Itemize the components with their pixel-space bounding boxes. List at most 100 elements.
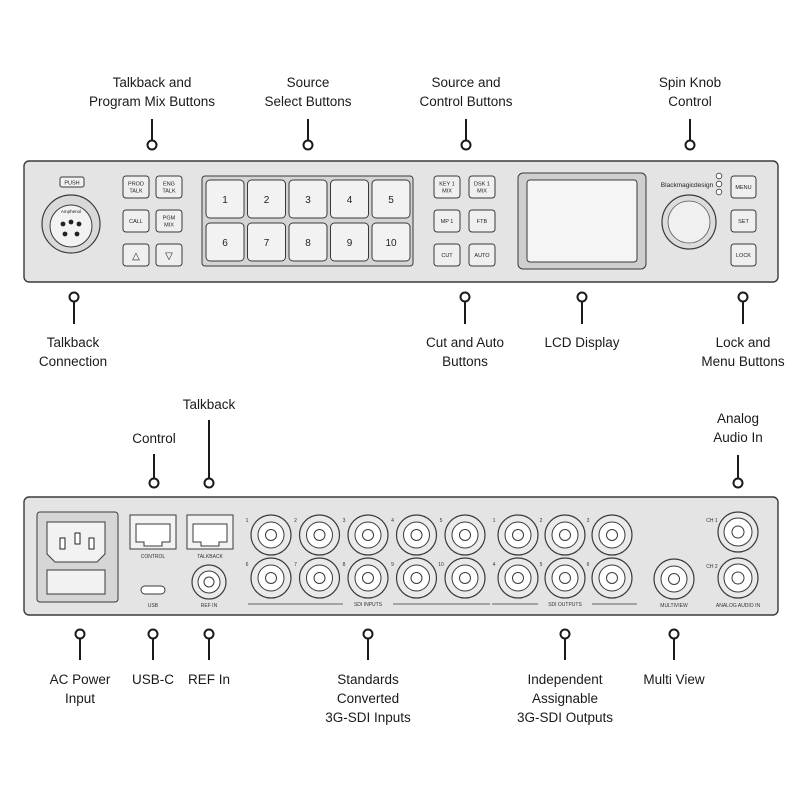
callout-lock-menu: Lock and Menu Buttons — [701, 335, 785, 369]
down-arrow-button[interactable]: ▽ — [155, 243, 183, 267]
usb-c-port[interactable]: USB — [140, 585, 166, 609]
connector-number: 2 — [540, 518, 543, 524]
analog-audio-ch1[interactable]: CH 1 — [706, 511, 759, 553]
source-button-2[interactable]: 2 — [247, 179, 286, 219]
key1-mix-button[interactable]: KEY 1 MIX — [433, 175, 461, 199]
source-button-1[interactable]: 1 — [205, 179, 245, 219]
callout-multi-view: Multi View — [643, 672, 705, 687]
xlr-push-label: PUSH — [64, 181, 79, 187]
svg-text:PROD: PROD — [128, 182, 144, 188]
svg-text:MIX: MIX — [164, 223, 174, 229]
cut-button[interactable]: CUT — [433, 243, 461, 267]
brand-logo: Blackmagicdesign — [661, 182, 714, 189]
source-button-4[interactable]: 4 — [330, 179, 369, 219]
svg-text:CH 2: CH 2 — [706, 564, 718, 570]
source-button-label: 2 — [264, 195, 270, 206]
auto-button[interactable]: AUTO — [468, 243, 496, 267]
sdi-input-5[interactable]: 5 — [440, 514, 486, 556]
sdi-output-1[interactable]: 1 — [493, 514, 539, 556]
multiview-bnc[interactable]: MULTIVIEW — [653, 558, 695, 609]
svg-text:MIX: MIX — [477, 189, 487, 195]
callout-usb-c: USB-C — [131, 672, 175, 687]
sdi-outputs-group: 1 4 2 5 3 6 — [493, 514, 633, 599]
sdi-input-9[interactable]: 9 — [391, 557, 438, 599]
source-button-label: 10 — [385, 238, 397, 249]
connector-number: 4 — [493, 562, 496, 568]
ref-in-bnc[interactable]: REF IN — [191, 564, 227, 609]
eng-talk-button[interactable]: ENG TALK — [155, 175, 183, 199]
spin-knob[interactable] — [661, 194, 717, 250]
ftb-button[interactable]: FTB — [468, 209, 496, 233]
sdi-input-6[interactable]: 6 — [246, 557, 292, 599]
svg-text:FTB: FTB — [477, 219, 488, 225]
source-button-6[interactable]: 6 — [205, 222, 245, 262]
sdi-output-2[interactable]: 2 — [540, 514, 586, 556]
svg-text:CUT: CUT — [441, 253, 453, 259]
menu-button[interactable]: MENU — [730, 175, 757, 199]
callout-talkback: Talkback — [182, 397, 236, 412]
source-button-5[interactable]: 5 — [371, 179, 411, 219]
sdi-output-3[interactable]: 3 — [587, 514, 633, 556]
lock-button[interactable]: LOCK — [730, 243, 757, 267]
source-button-9[interactable]: 9 — [330, 222, 369, 262]
svg-text:TALK: TALK — [129, 189, 143, 195]
sdi-input-4[interactable]: 4 — [391, 514, 438, 556]
sdi-input-2[interactable]: 2 — [294, 514, 341, 556]
connector-number: 5 — [540, 562, 543, 568]
connector-number: 1 — [246, 518, 249, 524]
control-ethernet-port[interactable]: CONTROL — [129, 514, 177, 560]
xlr-brand-label: Amphenol — [61, 209, 81, 214]
sdi-inputs-label: SDI INPUTS — [354, 602, 383, 608]
connector-number: 3 — [343, 518, 346, 524]
connector-number: 6 — [246, 562, 249, 568]
source-button-label: 3 — [305, 195, 311, 206]
svg-text:MENU: MENU — [735, 185, 751, 191]
source-button-8[interactable]: 8 — [288, 222, 328, 262]
lcd-display — [517, 172, 647, 270]
talkback-xlr-connector[interactable]: PUSH Amphenol — [41, 176, 101, 254]
dsk1-mix-button[interactable]: DSK 1 MIX — [468, 175, 496, 199]
down-arrow-icon: ▽ — [165, 251, 173, 262]
svg-text:DSK 1: DSK 1 — [474, 182, 490, 188]
front-panel: PUSH Amphenol PROD TALK ENG TALK CALL — [23, 160, 779, 283]
sdi-output-5[interactable]: 5 — [540, 557, 586, 599]
mp1-button[interactable]: MP 1 — [433, 209, 461, 233]
source-button-label: 8 — [305, 238, 311, 249]
set-button[interactable]: SET — [730, 209, 757, 233]
source-button-10[interactable]: 10 — [371, 222, 411, 262]
callout-lcd-display: LCD Display — [544, 335, 620, 350]
connector-number: 4 — [391, 518, 394, 524]
prod-talk-button[interactable]: PROD TALK — [122, 175, 150, 199]
sdi-input-7[interactable]: 7 — [294, 557, 341, 599]
source-button-7[interactable]: 7 — [247, 222, 286, 262]
source-button-3[interactable]: 3 — [288, 179, 328, 219]
connector-number: 6 — [587, 562, 590, 568]
up-arrow-button[interactable]: △ — [122, 243, 150, 267]
svg-text:CALL: CALL — [129, 219, 143, 225]
connector-number: 7 — [294, 562, 297, 568]
rear-panel: CONTROL TALKBACK USB REF IN 16273849510 … — [23, 496, 779, 616]
analog-audio-ch2[interactable]: CH 2 — [706, 557, 759, 599]
callout-control: Control — [132, 431, 176, 446]
call-button[interactable]: CALL — [122, 209, 150, 233]
callout-talkback-connection: Talkback Connection — [38, 335, 108, 369]
connector-number: 5 — [440, 518, 443, 524]
sdi-input-1[interactable]: 1 — [246, 514, 292, 556]
connector-number: 10 — [438, 562, 444, 568]
pgm-mix-button[interactable]: PGM MIX — [155, 209, 183, 233]
sdi-output-4[interactable]: 4 — [493, 557, 539, 599]
sdi-output-6[interactable]: 6 — [587, 557, 633, 599]
connector-number: 2 — [294, 518, 297, 524]
sdi-input-10[interactable]: 10 — [438, 557, 486, 599]
sdi-input-3[interactable]: 3 — [343, 514, 389, 556]
talkback-ethernet-port[interactable]: TALKBACK — [186, 514, 234, 560]
callout-ac-power: AC Power Input — [49, 672, 111, 706]
sdi-input-8[interactable]: 8 — [343, 557, 389, 599]
front-leader-lines — [68, 119, 749, 324]
callout-source-control: Source and Control Buttons — [419, 75, 513, 109]
source-button-label: 7 — [264, 238, 270, 249]
ac-power-input[interactable] — [36, 511, 119, 603]
sdi-outputs-label: SDI OUTPUTS — [548, 602, 582, 608]
